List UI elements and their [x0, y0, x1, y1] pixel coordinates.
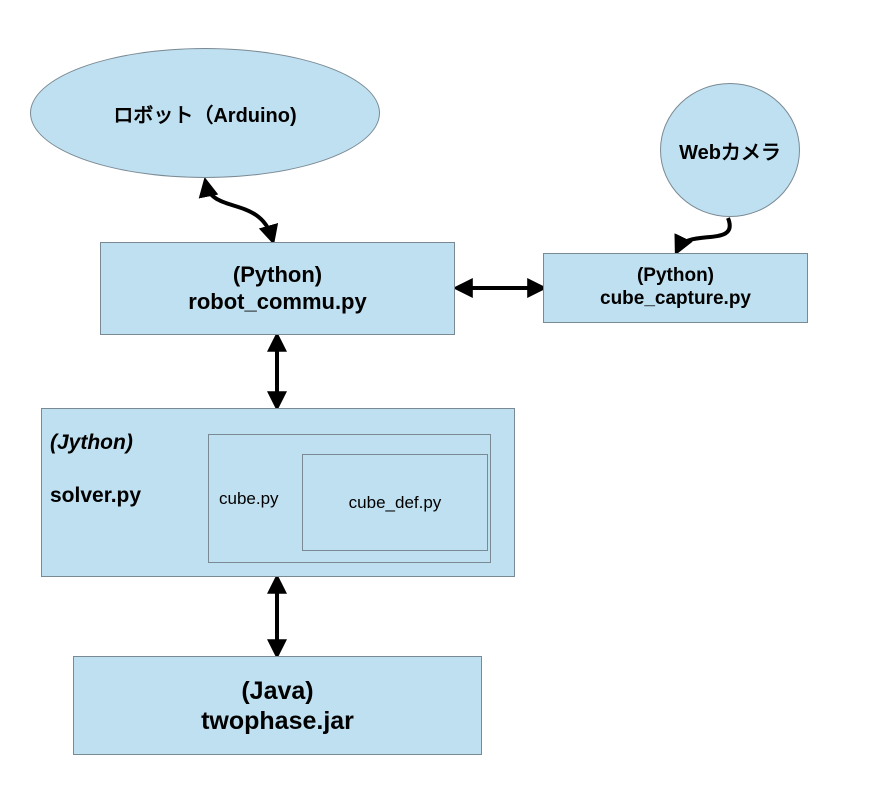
twophase-file: twophase.jar: [201, 706, 354, 735]
twophase-node: (Java) twophase.jar: [73, 656, 482, 755]
arrow-webcam-capture: [674, 217, 732, 256]
robot-commu-lang: (Python): [232, 262, 323, 288]
webcam-node: Webカメラ: [660, 83, 800, 217]
cube-capture-node: (Python) cube_capture.py: [543, 253, 808, 323]
cube-capture-file: cube_capture.py: [600, 288, 751, 309]
robot-label: ロボット（Arduino): [113, 104, 297, 127]
robot-commu-file: robot_commu.py: [188, 288, 367, 314]
cube-def-label: cube_def.py: [348, 492, 442, 512]
cube-def-node: cube_def.py: [302, 454, 488, 551]
cube-capture-lang: (Python): [636, 265, 715, 287]
robot-commu-node: (Python) robot_commu.py: [100, 242, 455, 335]
webcam-label: Webカメラ: [679, 141, 781, 164]
cube-label: cube.py: [219, 489, 279, 508]
solver-lang: (Jython): [50, 431, 133, 454]
solver-file: solver.py: [50, 484, 142, 507]
twophase-lang: (Java): [241, 676, 314, 705]
arrow-robot-commu: [198, 176, 279, 245]
robot-arduino-node: ロボット（Arduino): [30, 48, 380, 178]
